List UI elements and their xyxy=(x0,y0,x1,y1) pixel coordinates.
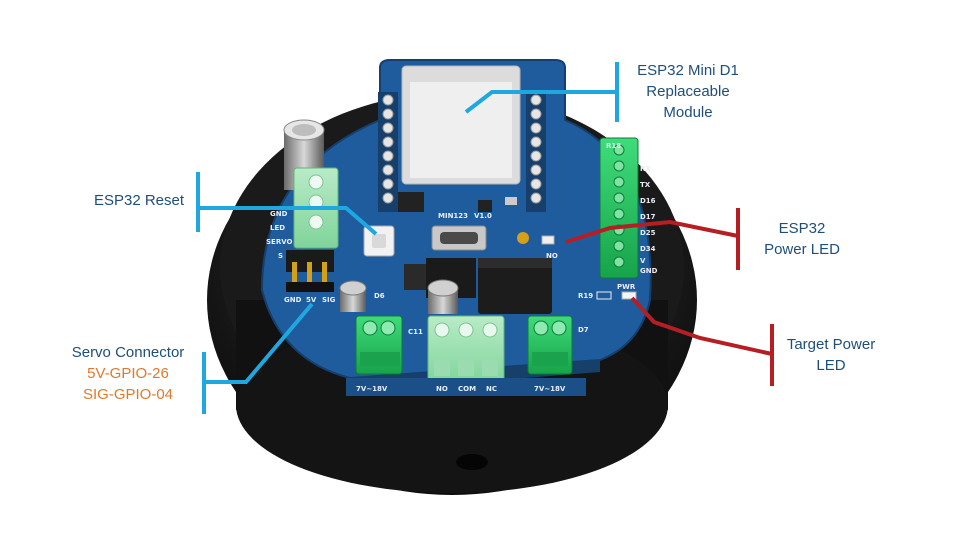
relay xyxy=(478,258,552,314)
esp32-module xyxy=(401,65,521,185)
callout-servo-connector xyxy=(202,302,314,414)
callout-target-power-led xyxy=(630,296,774,386)
left-pin-labels: GND LED SERVO S xyxy=(266,210,293,260)
board-version: V1.0 xyxy=(474,212,492,220)
pwr-label: PWR xyxy=(617,283,636,291)
target-power-led xyxy=(621,291,637,300)
r19-pad xyxy=(596,291,612,300)
supply-left-label: 7V~18V xyxy=(356,385,388,393)
terminal-relay xyxy=(427,315,505,385)
label-esp32-reset: ESP32 Reset xyxy=(93,192,185,209)
terminal-supply-left xyxy=(355,315,403,375)
callout-esp32-module xyxy=(464,62,619,122)
silk-strip xyxy=(346,378,586,396)
label-servo-connector-5v: 5V-GPIO-26 xyxy=(87,365,169,382)
relay-nc-label: NC xyxy=(486,385,497,393)
label-target-power-led-line1: Target Power xyxy=(786,336,876,353)
right-pin-labels: RX TX D16 D17 D25 D34 V GND xyxy=(640,165,658,275)
servo-header xyxy=(286,250,334,292)
no-label: NO xyxy=(546,252,558,260)
servo-pin-gnd: GND xyxy=(284,296,302,304)
label-esp32-power-led: ESP32 Power LED xyxy=(752,218,852,260)
label-servo-connector-title: Servo Connector xyxy=(71,344,185,361)
right-pin-d16: D16 xyxy=(640,197,656,205)
label-esp32-power-led-line1: ESP32 xyxy=(778,220,826,237)
esp32-power-led xyxy=(541,235,555,245)
label-esp32-module-line1: ESP32 Mini D1 xyxy=(637,62,739,79)
ref-c11: C11 xyxy=(408,328,423,336)
left-pin-servo: SERVO xyxy=(266,238,293,246)
label-servo-connector: Servo Connector 5V-GPIO-26 SIG-GPIO-04 xyxy=(58,342,198,405)
reset-button[interactable] xyxy=(363,225,395,257)
relay-no-label: NO xyxy=(436,385,448,393)
label-esp32-module-line2: Replaceable xyxy=(646,83,730,100)
label-servo-connector-sig: SIG-GPIO-04 xyxy=(82,386,174,403)
right-pin-rx: RX xyxy=(640,165,651,173)
small-chips xyxy=(398,192,517,212)
right-pin-gnd: GND xyxy=(640,267,658,275)
crystal xyxy=(517,232,529,244)
label-esp32-module: ESP32 Mini D1 Replaceable Module xyxy=(628,60,748,123)
label-target-power-led: Target Power LED xyxy=(776,334,886,376)
ref-r18: R18 xyxy=(606,142,621,150)
terminal-supply-right xyxy=(527,315,573,375)
ref-d6: D6 xyxy=(374,292,385,300)
label-target-power-led-line2: LED xyxy=(816,357,846,374)
header-pins-left xyxy=(378,92,398,212)
right-pin-v: V xyxy=(640,257,646,265)
right-pin-d17: D17 xyxy=(640,213,656,221)
right-pin-d25: D25 xyxy=(640,229,656,237)
label-esp32-power-led-line2: Power LED xyxy=(764,241,840,258)
right-pin-d34: D34 xyxy=(640,245,656,253)
left-pin-s: S xyxy=(278,252,283,260)
servo-pin-sig: SIG xyxy=(322,296,336,304)
callout-esp32-reset xyxy=(196,172,378,236)
ref-r19: R19 xyxy=(578,292,593,300)
relay-com-label: COM xyxy=(458,385,476,393)
header-pins-right xyxy=(526,92,546,212)
usb-connector xyxy=(431,225,487,251)
capacitor-small-right xyxy=(427,279,459,314)
left-pin-gnd: GND xyxy=(270,210,288,218)
servo-pin-5v: 5V xyxy=(306,296,317,304)
label-esp32-module-line3: Module xyxy=(663,104,713,121)
board-name: MIN123 xyxy=(438,212,468,220)
supply-right-label: 7V~18V xyxy=(534,385,566,393)
capacitor-small-left xyxy=(339,280,367,312)
callout-esp32-power-led xyxy=(565,208,740,270)
terminal-block-right xyxy=(599,137,639,279)
left-pin-led: LED xyxy=(270,224,285,232)
right-pin-tx: TX xyxy=(640,181,651,189)
ref-d7: D7 xyxy=(578,326,589,334)
